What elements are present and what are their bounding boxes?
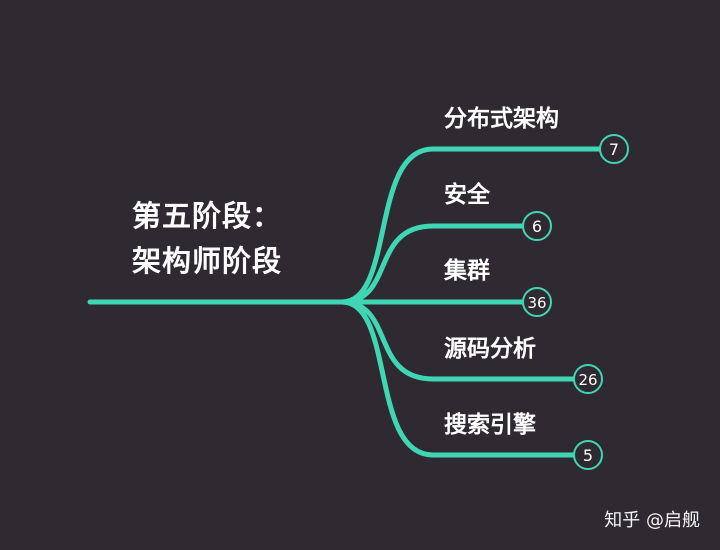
count-badge-1[interactable]: 7 [599, 134, 629, 164]
branch-line-4 [339, 299, 577, 382]
count-badge-circle [599, 134, 629, 164]
count-badge-text: 26 [578, 371, 597, 389]
count-badge-circle [573, 364, 603, 394]
branch-line-5 [339, 299, 577, 458]
count-badge-5[interactable]: 5 [573, 440, 603, 470]
count-badge-circle [522, 211, 552, 241]
branch-label-distributed-architecture[interactable]: 分布式架构 [444, 106, 559, 132]
watermark-text: 知乎 @启舰 [604, 510, 700, 531]
root-title-line-1: 第五阶段： [132, 199, 283, 233]
count-badge-text: 7 [609, 140, 619, 159]
count-badge-circle [573, 440, 603, 470]
branch-label-cluster[interactable]: 集群 [444, 258, 490, 284]
count-badge-3[interactable]: 36 [522, 287, 552, 317]
count-badge-2[interactable]: 6 [522, 211, 552, 241]
root-title-line-2: 架构师阶段 [132, 244, 283, 278]
branch-label-source-analysis[interactable]: 源码分析 [444, 336, 536, 362]
count-badge-text: 36 [527, 294, 546, 312]
count-badge-circle [522, 287, 552, 317]
root-node-label[interactable]: 第五阶段： 架构师阶段 [132, 194, 282, 284]
branch-line-1 [339, 146, 603, 305]
count-badge-4[interactable]: 26 [573, 364, 603, 394]
branch-label-search-engine[interactable]: 搜索引擎 [444, 412, 536, 438]
count-badge-text: 6 [532, 217, 542, 236]
branch-line-2 [339, 223, 526, 305]
count-badge-text: 5 [583, 446, 593, 465]
branch-label-security[interactable]: 安全 [444, 182, 490, 208]
